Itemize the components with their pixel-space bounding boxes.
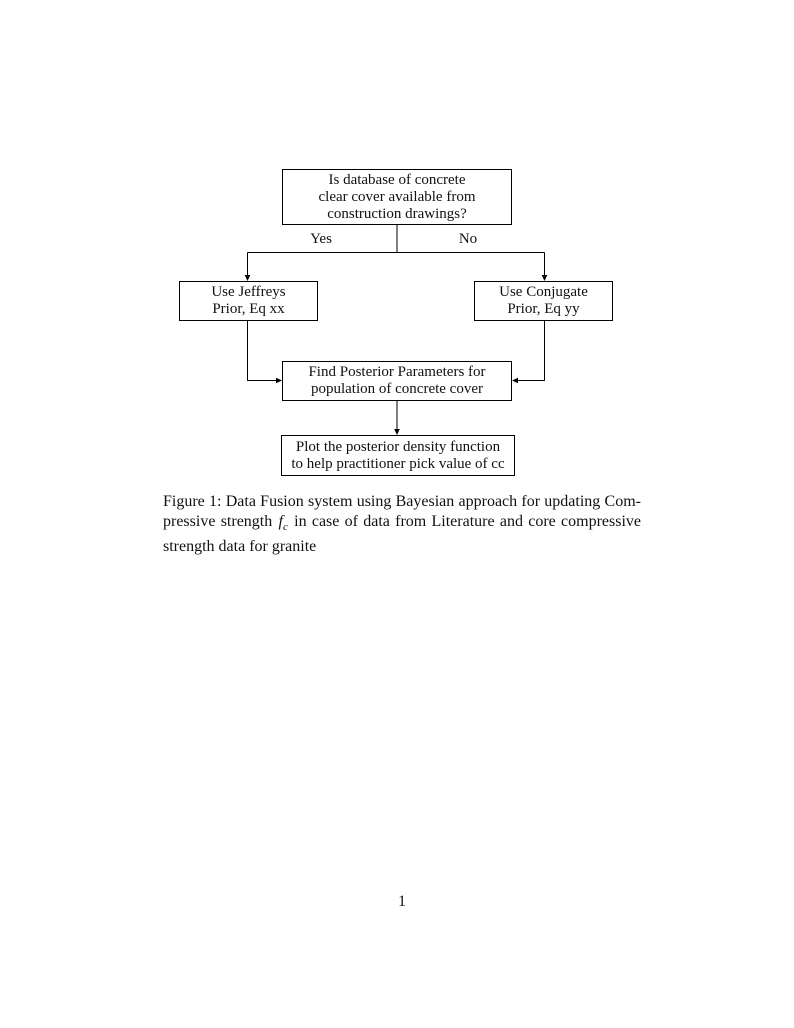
node-posterior-line: population of concrete cover bbox=[310, 381, 483, 397]
flowchart-node-jeffreys-prior: Use Jeffreys Prior, Eq xx bbox=[179, 281, 318, 321]
math-fc-symbol: fc bbox=[278, 513, 288, 534]
arrowhead-into-posterior-right bbox=[512, 377, 518, 384]
arrowhead-into-plot bbox=[394, 429, 400, 435]
math-subscript-c: c bbox=[282, 521, 288, 534]
flowchart-node-find-posterior: Find Posterior Parameters for population… bbox=[282, 361, 512, 401]
edge-conjugate-to-posterior bbox=[517, 321, 545, 381]
flowchart-node-plot-density: Plot the posterior density function to h… bbox=[281, 435, 515, 476]
node-posterior-line: Find Posterior Parameters for bbox=[308, 364, 486, 380]
edge-label-no: No bbox=[458, 231, 478, 247]
flowchart-connectors bbox=[244, 225, 548, 435]
flowchart-node-question: Is database of concrete clear cover avai… bbox=[282, 169, 512, 225]
page-number: 1 bbox=[398, 893, 406, 910]
caption-line-3: strength data for granite bbox=[163, 538, 317, 556]
node-conjugate-line: Prior, Eq yy bbox=[507, 301, 580, 317]
node-jeffreys-line: Use Jeffreys bbox=[211, 284, 286, 300]
node-plot-line: to help practitioner pick value of cc bbox=[291, 455, 505, 472]
node-question-line: Is database of concrete bbox=[328, 171, 466, 188]
flowchart-node-conjugate-prior: Use Conjugate Prior, Eq yy bbox=[474, 281, 613, 321]
arrowhead-into-conjugate bbox=[541, 275, 548, 281]
node-question-line: construction drawings? bbox=[327, 205, 467, 222]
math-f: f bbox=[278, 513, 283, 530]
node-conjugate-line: Use Conjugate bbox=[499, 284, 588, 300]
figure-1-flowchart: Is database of concrete clear cover avai… bbox=[179, 169, 613, 476]
arrowhead-into-jeffreys bbox=[244, 275, 251, 281]
edge-label-yes: Yes bbox=[310, 231, 332, 247]
node-plot-line: Plot the posterior density function bbox=[295, 438, 501, 455]
figure-caption: Figure 1: Data Fusion system using Bayes… bbox=[163, 492, 641, 557]
caption-line-1: Figure 1: Data Fusion system using Bayes… bbox=[163, 493, 641, 510]
node-jeffreys-line: Prior, Eq xx bbox=[212, 301, 285, 317]
caption-line-2: pressive strength fc in case of data fro… bbox=[163, 512, 641, 537]
edge-jeffreys-to-posterior bbox=[247, 321, 277, 381]
node-question-line: clear cover available from bbox=[318, 188, 476, 205]
arrowhead-into-posterior-left bbox=[276, 377, 282, 384]
caption-line-2-post: in case of data from Literature and core… bbox=[288, 513, 641, 530]
caption-line-2-pre: pressive strength bbox=[163, 513, 278, 530]
